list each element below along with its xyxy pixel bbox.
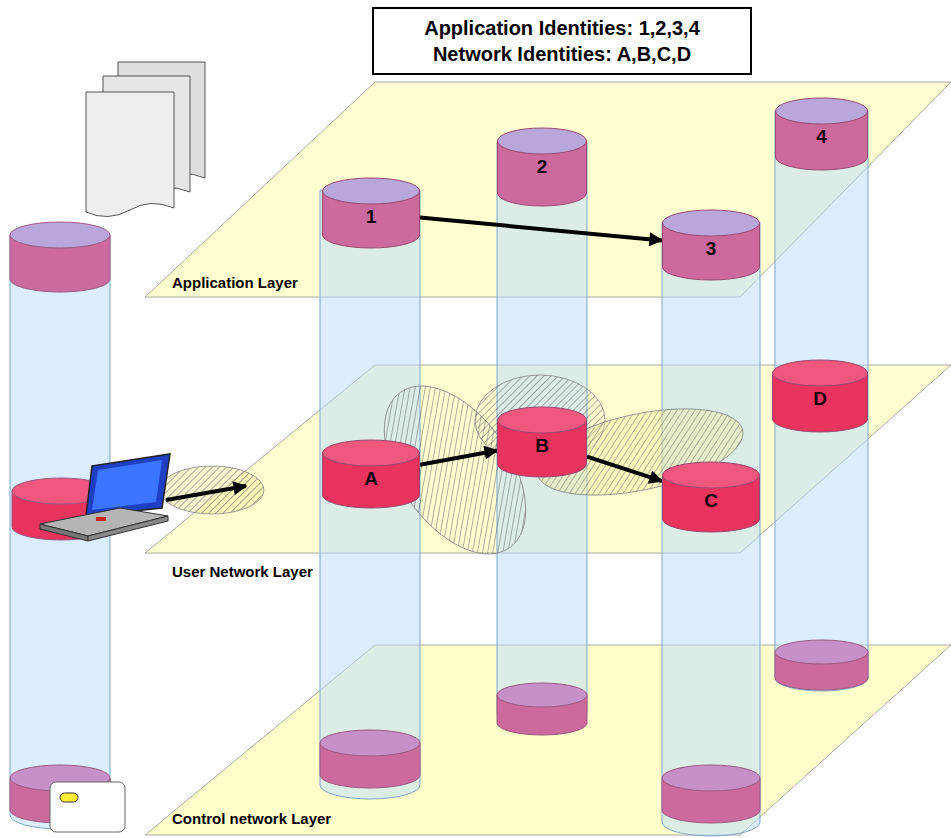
- card-icon: [50, 782, 125, 832]
- identity-disk: C: [662, 462, 760, 532]
- identity-label: 1: [366, 206, 377, 228]
- identity-label: C: [704, 490, 718, 512]
- identity-disk: D: [772, 360, 868, 432]
- identity-arrow: [587, 457, 662, 481]
- identity-disk: B: [497, 407, 587, 477]
- layer-disks: [10, 222, 868, 823]
- identity-disk: 2: [497, 128, 587, 206]
- identity-label: A: [364, 468, 378, 490]
- identity-arrow: [420, 218, 662, 241]
- laptop-icon: [40, 454, 170, 541]
- identity-disk: 4: [775, 98, 868, 170]
- identity-label: 4: [816, 126, 827, 148]
- laptop-arrow: [166, 486, 246, 500]
- documents-icon: [86, 62, 205, 217]
- layer-label: User Network Layer: [172, 563, 313, 580]
- identity-label: 2: [537, 156, 548, 178]
- identity-disk: 3: [662, 210, 760, 280]
- coverage-areas: [160, 361, 751, 580]
- identities-box: Application Identities: 1,2,3,4Network I…: [372, 7, 752, 75]
- identity-list: Network Identities: A,B,C,D: [388, 41, 736, 67]
- layer-label: Application Layer: [172, 274, 298, 291]
- identity-label: D: [813, 388, 827, 410]
- identity-disk: A: [322, 440, 420, 508]
- identity-list: Application Identities: 1,2,3,4: [388, 15, 736, 41]
- identity-arrow: [420, 450, 497, 464]
- identity-tubes: [10, 110, 868, 836]
- layer-label: Control network Layer: [172, 810, 331, 827]
- identity-label: 3: [706, 238, 717, 260]
- identity-label: B: [535, 435, 549, 457]
- identity-disk: 1: [322, 178, 420, 248]
